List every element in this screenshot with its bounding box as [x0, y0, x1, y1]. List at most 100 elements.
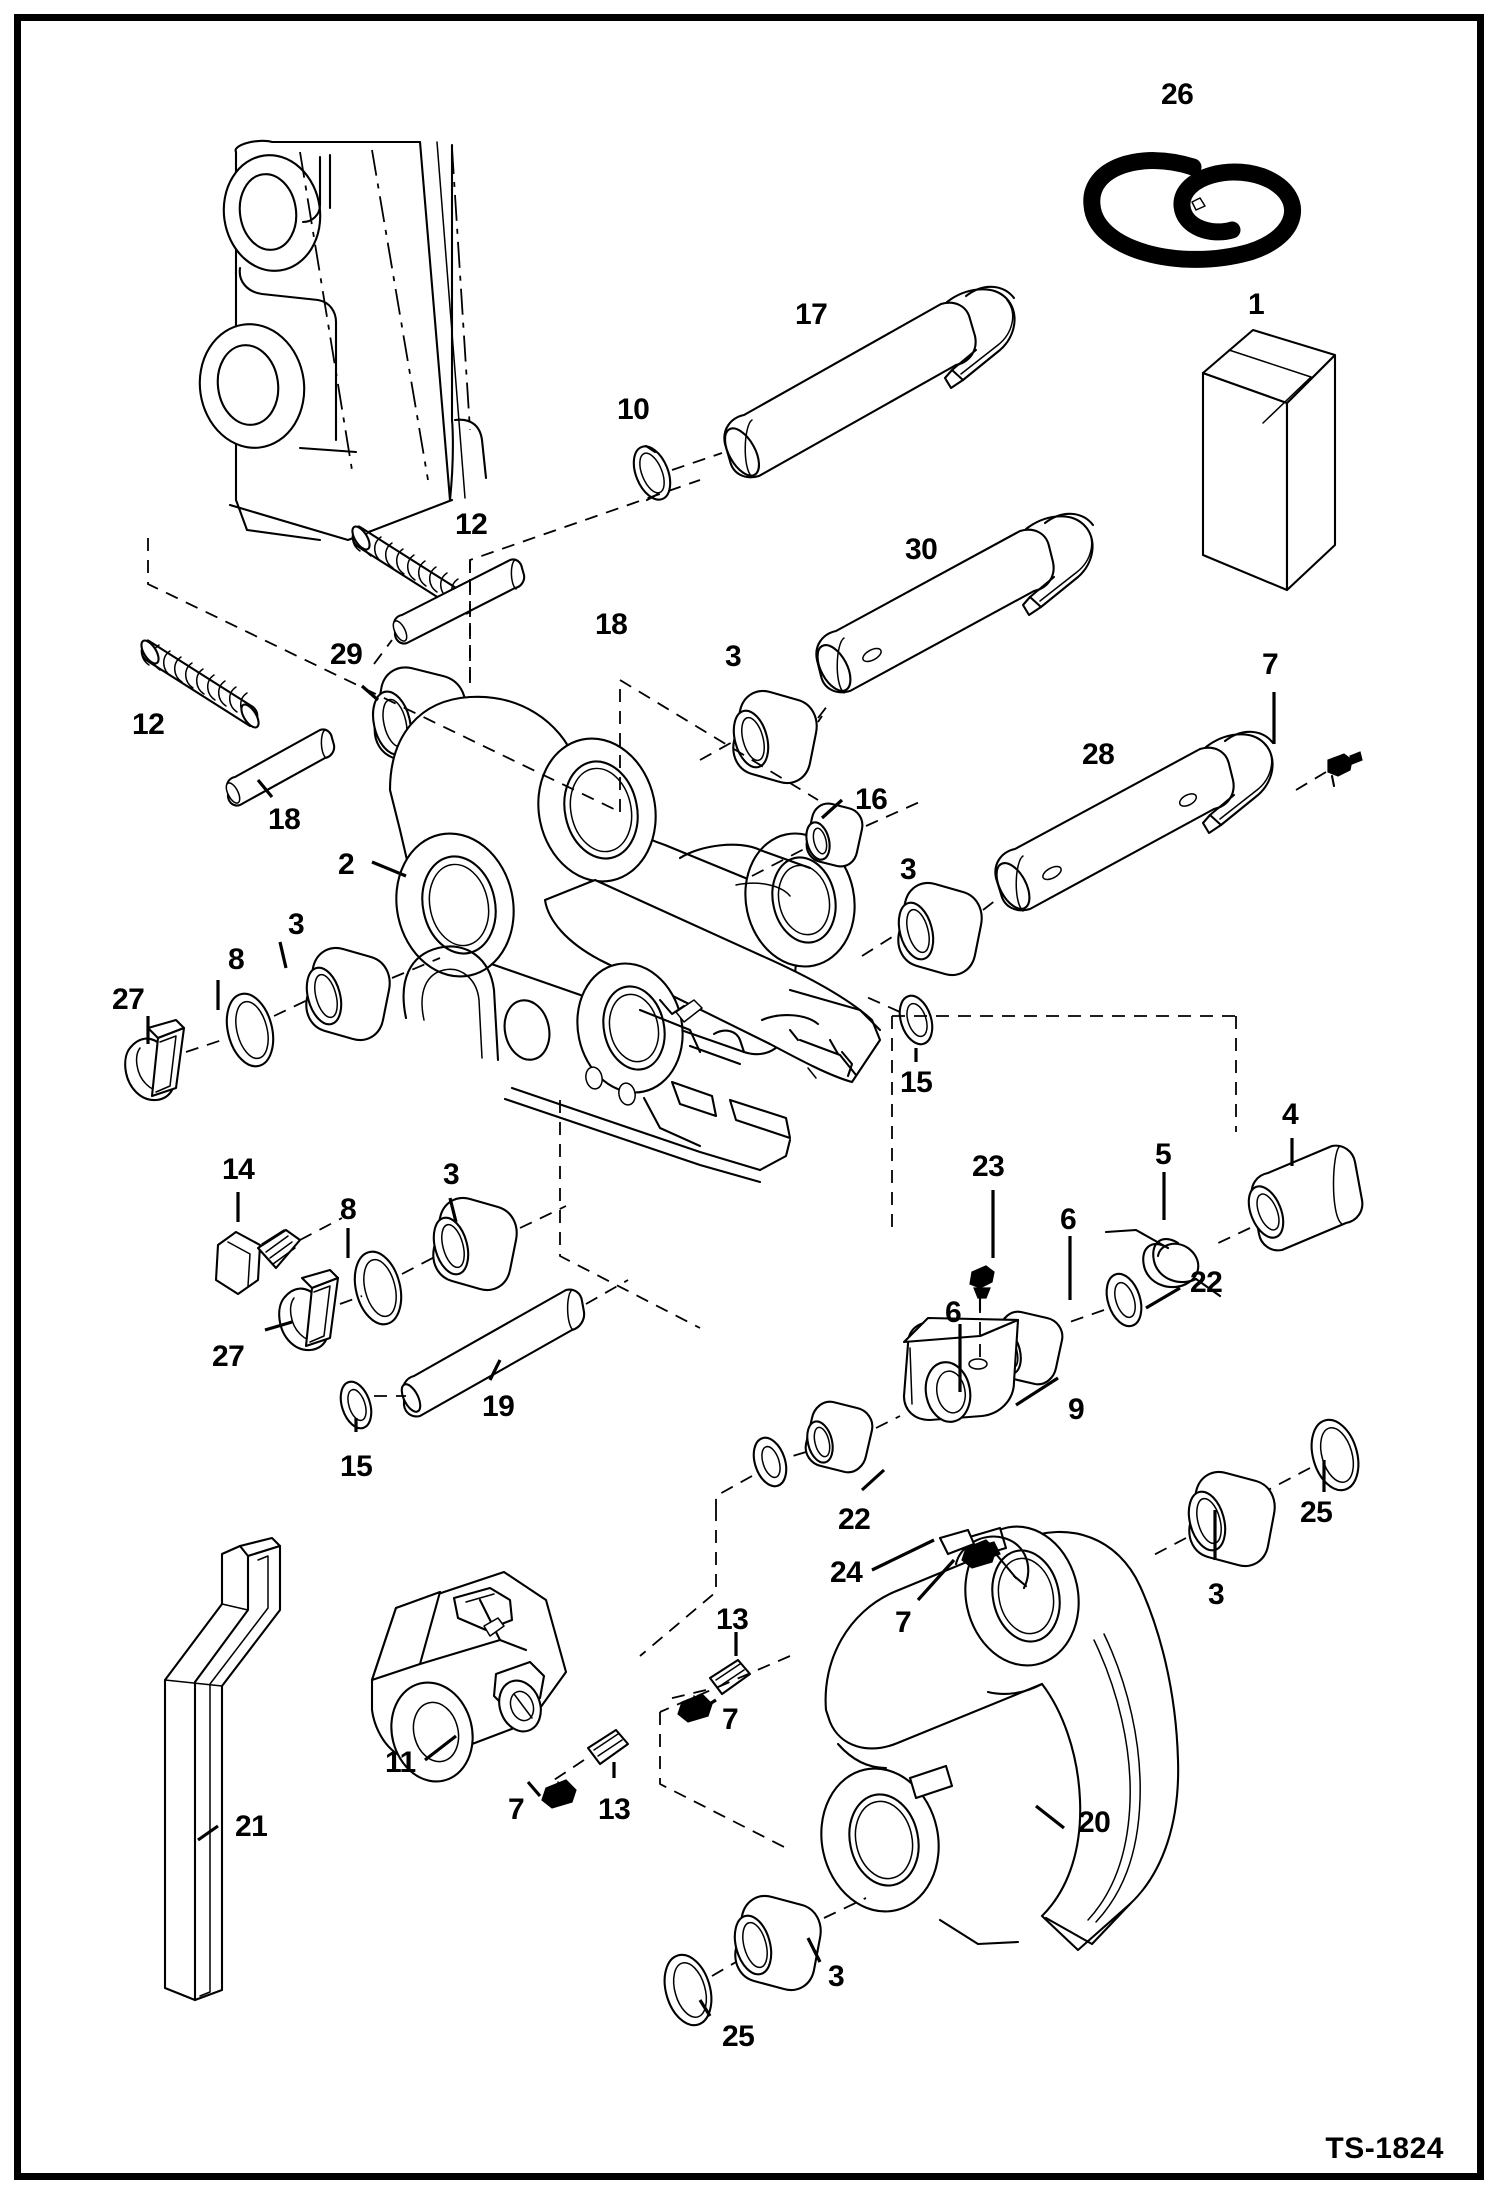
roll-pin-13-upper — [708, 1658, 752, 1696]
pivot-pin-17 — [723, 285, 1016, 479]
lead-7-mid — [699, 1698, 717, 1712]
dash-10-17 — [671, 452, 723, 471]
callout-13-upper: 13 — [716, 1603, 749, 1636]
lead-7-on-20 — [916, 1558, 956, 1602]
lead-16 — [820, 798, 844, 820]
spacer-6-left — [804, 1400, 874, 1474]
grease-fitting-7-lower — [541, 1779, 577, 1809]
callout-21: 21 — [235, 1810, 268, 1843]
page-border-frame — [14, 14, 1484, 2180]
grease-fitting-23 — [969, 1265, 995, 1312]
callout-1: 1 — [1248, 288, 1265, 321]
lead-7-lower — [526, 1780, 542, 1798]
dash-3-upper-left — [699, 739, 737, 761]
dash-3-mid-r — [982, 899, 997, 911]
coiled-hose-26 — [1083, 152, 1302, 268]
dash-25-3-bottom — [711, 1961, 737, 1977]
dash-27-8 — [185, 1039, 223, 1053]
bushing-3-upperleft — [305, 947, 391, 1041]
dash-19-frame — [585, 1279, 629, 1305]
pin-19 — [400, 1288, 586, 1418]
callout-23: 23 — [972, 1150, 1005, 1183]
callout-18-lower: 18 — [268, 803, 301, 836]
dash-3-upper-right — [817, 715, 823, 723]
dash-6-22-left — [785, 1451, 807, 1459]
callout-24: 24 — [830, 1556, 863, 1589]
dash-14-8 — [299, 1217, 343, 1241]
callout-7-mid: 7 — [722, 1703, 739, 1736]
lead-20 — [1035, 1804, 1065, 1830]
callout-27-upper: 27 — [112, 983, 145, 1016]
washer-22-right — [1105, 1272, 1143, 1328]
callout-3-bottom: 3 — [828, 1960, 845, 1993]
retaining-ring-10 — [632, 444, 672, 502]
dash-15-center — [859, 993, 901, 1013]
torsion-spring-5 — [1104, 1228, 1222, 1298]
dash-6-9-left — [875, 1415, 901, 1429]
bushing-3-upper — [732, 690, 818, 784]
roll-pin-18-upper — [392, 558, 526, 645]
callout-3-right: 3 — [1208, 1578, 1225, 1611]
spacer-16 — [805, 802, 864, 868]
thrust-washer-8-lower — [353, 1250, 403, 1326]
lead-2 — [371, 860, 407, 878]
callout-14: 14 — [222, 1153, 255, 1186]
callout-17: 17 — [795, 298, 828, 331]
lead-3-bottom — [806, 1937, 822, 1963]
callout-30: 30 — [905, 533, 938, 566]
lead-22-left — [860, 1468, 886, 1492]
dash-7-top — [1295, 771, 1327, 791]
dash-3-mid-l — [861, 931, 901, 957]
callout-28: 28 — [1082, 738, 1115, 771]
callout-3-upperleft: 3 — [288, 908, 305, 941]
callout-20: 20 — [1078, 1806, 1111, 1839]
lead-18-lower — [256, 778, 274, 799]
callout-13-lower: 13 — [598, 1793, 631, 1826]
callout-18-upper: 18 — [595, 608, 628, 641]
quick-attach-frame-20 — [820, 1525, 1180, 1952]
callout-7-top: 7 — [1262, 648, 1279, 681]
callout-12-lower: 12 — [132, 708, 165, 741]
callout-19: 19 — [482, 1390, 515, 1423]
hex-bolt-14 — [214, 1228, 302, 1296]
dash-3-frame-lower — [519, 1205, 567, 1229]
dash-22-frame — [715, 1475, 753, 1508]
dash-27-8-lower — [339, 1295, 363, 1305]
carton-box-1 — [1201, 328, 1337, 592]
callout-3-mid: 3 — [900, 853, 917, 886]
callout-3-upper: 3 — [725, 640, 742, 673]
dash-16-left — [751, 847, 807, 877]
dash-3-20-right — [1147, 1537, 1187, 1559]
dash-22-6 — [1063, 1309, 1105, 1325]
bushing-3-bottom — [733, 1895, 822, 1991]
dash-25-3-right — [1267, 1467, 1311, 1491]
callout-6-right: 6 — [1060, 1203, 1077, 1236]
lead-3-lowerleft — [448, 1197, 458, 1223]
lead-24 — [871, 1538, 935, 1572]
lead-21 — [197, 1824, 219, 1842]
callout-25-bottom: 25 — [722, 2020, 755, 2053]
grease-fitting-7-mid — [677, 1693, 713, 1723]
washer-22-left — [752, 1436, 788, 1488]
callout-26: 26 — [1161, 78, 1194, 111]
o-ring-15-center — [898, 994, 934, 1046]
seal-25-bottom — [663, 1953, 713, 2027]
compression-spring-12-lower — [140, 639, 260, 729]
lead-9 — [1015, 1376, 1059, 1407]
dash-3-frame-upper — [391, 957, 441, 979]
callout-25-right: 25 — [1300, 1496, 1333, 1529]
roll-pin-18-lower — [225, 728, 336, 807]
callout-11: 11 — [385, 1746, 416, 1779]
callout-6-left: 6 — [945, 1296, 962, 1329]
linch-pin-27-lower — [278, 1268, 340, 1352]
dash-3-20-bottom — [823, 1897, 867, 1919]
assembly-guide-lines — [147, 479, 1237, 1851]
grease-fitting-7-on-20 — [961, 1539, 997, 1569]
sleeve-4 — [1247, 1144, 1364, 1252]
roll-pin-13-lower — [586, 1728, 630, 1766]
callout-10: 10 — [617, 393, 650, 426]
dash-13-upper — [663, 1689, 707, 1701]
dash-8-3-lower — [401, 1249, 449, 1275]
dash-18-upper — [373, 639, 393, 665]
